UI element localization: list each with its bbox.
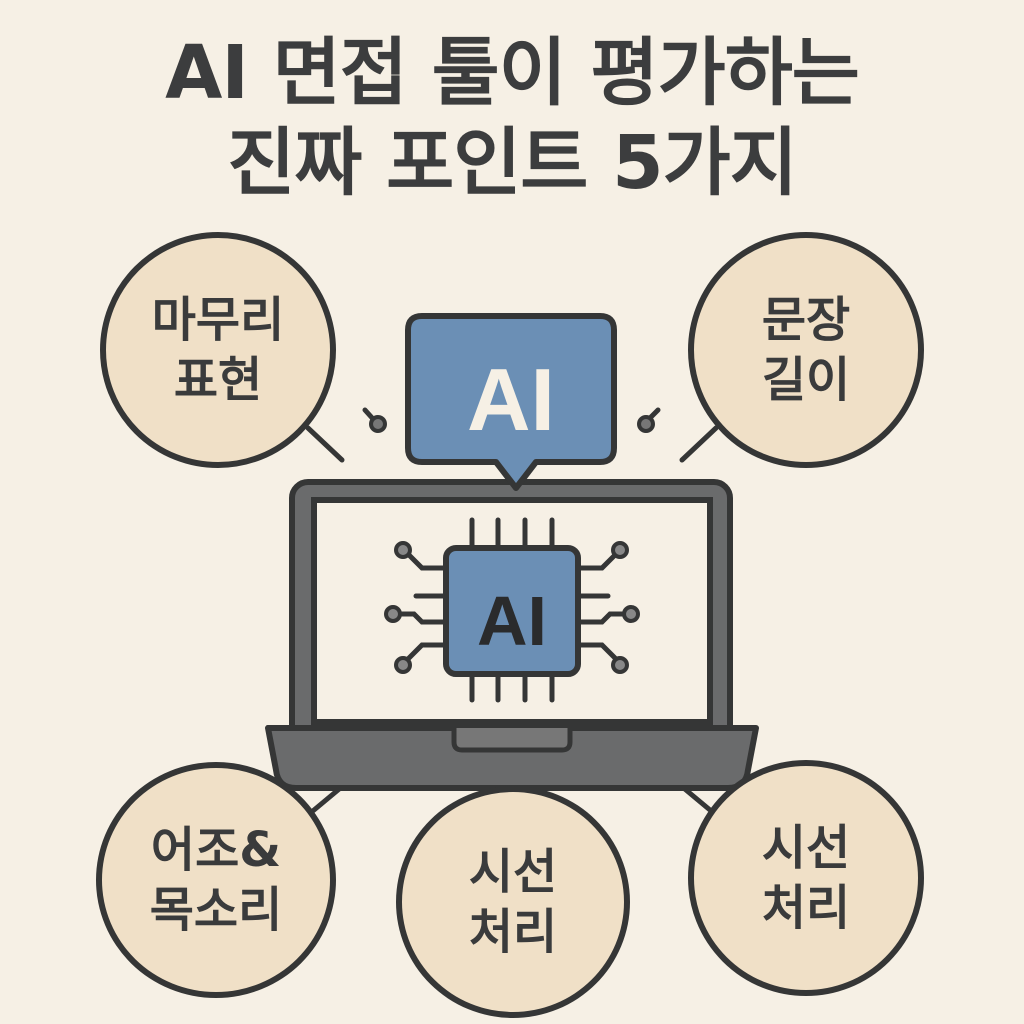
- ai-speech-bubble-icon: AI: [405, 313, 617, 491]
- point-label-line1: 문장: [761, 292, 851, 348]
- point-label-line1: 마무리: [151, 292, 285, 348]
- point-label-line1: 시선: [761, 820, 851, 876]
- point-label-line2: 목소리: [149, 882, 283, 938]
- point-label-line2: 처리: [468, 904, 558, 960]
- point-label-line2: 길이: [761, 352, 851, 408]
- ai-chip-icon: [392, 517, 633, 703]
- point-bubble-gaze-handling-right: 시선 처리: [688, 760, 924, 996]
- chip-label: AI: [477, 582, 547, 660]
- point-label-line2: 표현: [173, 352, 263, 408]
- connector-dot-icon: [637, 415, 655, 433]
- point-bubble-sentence-length: 문장 길이: [688, 232, 924, 468]
- point-label-line1: 어조&: [150, 822, 282, 878]
- point-bubble-tone-voice: 어조& 목소리: [96, 762, 336, 998]
- connector-dot-icon: [369, 415, 387, 433]
- point-label-line1: 시선: [468, 844, 558, 900]
- point-bubble-closing-expression: 마무리 표현: [100, 232, 336, 468]
- point-bubble-gaze-handling-center: 시선 처리: [396, 786, 630, 1018]
- point-label-line2: 처리: [761, 880, 851, 936]
- title-line-2: 진짜 포인트 5가지: [227, 120, 798, 206]
- speech-bubble-label: AI: [467, 350, 555, 449]
- title-line-1: AI 면접 툴이 평가하는: [165, 30, 860, 116]
